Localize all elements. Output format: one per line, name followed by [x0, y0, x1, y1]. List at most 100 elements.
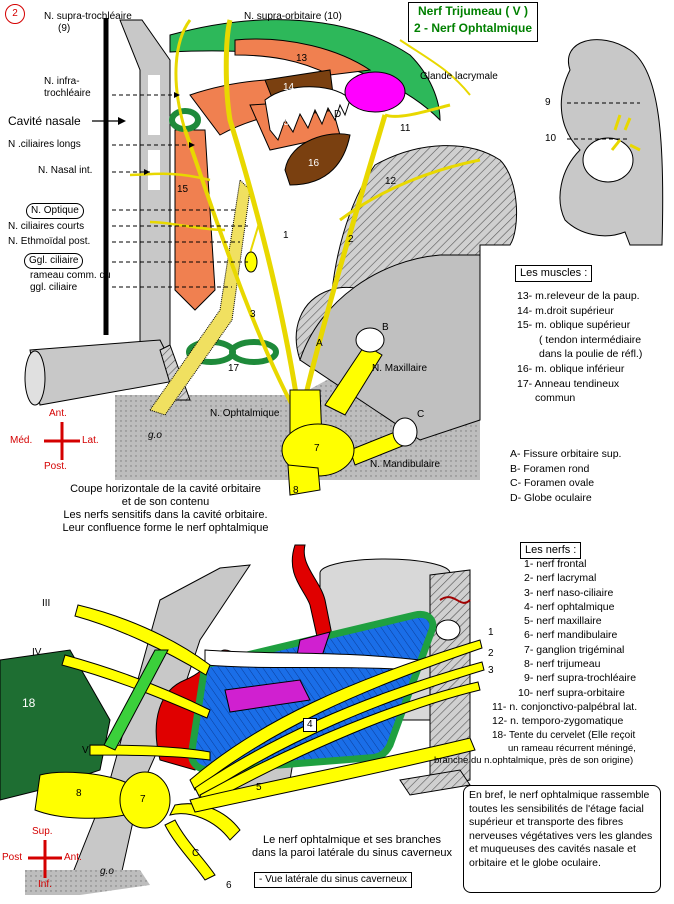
lacrimal-gland — [344, 71, 406, 113]
orientation-cross-bottom — [28, 840, 62, 878]
nerve-item: 18- Tente du cervelet (Elle reçoit — [492, 729, 636, 741]
nerve-item: 11- n. conjonctivo-palpébral lat. — [492, 700, 638, 713]
nerve-item: 4- nerf ophtalmique — [524, 600, 615, 613]
caption-bottom-line-2: dans la paroi latérale du sinus caverneu… — [252, 847, 452, 859]
letter-item: B- Foramen rond — [510, 462, 590, 475]
label-iv: IV — [32, 647, 42, 658]
leader-lines-top — [112, 94, 640, 288]
nerve-item: 7- ganglion trigéminal — [524, 643, 625, 656]
num-14: 14 — [283, 82, 295, 93]
muscle-item: 13- m.releveur de la paup. — [517, 290, 640, 302]
label-letter-d: D — [334, 109, 342, 120]
signature-bottom: g.o — [100, 866, 114, 877]
ophthalmic-branches — [189, 639, 485, 813]
label-supra-trochleaire-num: (9) — [58, 23, 71, 34]
label-c-bottom: C — [192, 848, 200, 859]
label-7-bottom: 7 — [140, 794, 146, 805]
orient-post-top: Post. — [44, 461, 67, 472]
nerve-item: 8- nerf trijumeau — [524, 658, 601, 671]
orient-ant-top: Ant. — [49, 408, 67, 419]
label-rameau-1: rameau comm. du — [30, 270, 111, 281]
label-rameau-2: ggl. ciliaire — [30, 282, 78, 293]
letters-legend: A- Fissure orbitaire sup. B- Foramen ron… — [510, 447, 621, 505]
label-optique: N. Optique — [26, 203, 84, 219]
label-5: 5 — [256, 782, 262, 793]
num-7-top: 7 — [314, 443, 320, 454]
trigeminal-complex-top — [281, 327, 418, 496]
medial-orbital-wall — [103, 18, 171, 351]
orient-med-top: Méd. — [10, 435, 33, 446]
num-15-upper: 15 — [278, 117, 290, 128]
num-1: 1 — [283, 230, 289, 241]
num-17: 17 — [228, 363, 240, 374]
label-letter-b: B — [382, 322, 389, 333]
caption-top-line-2: et de son contenu — [121, 496, 210, 508]
label-maxillaire: N. Maxillaire — [372, 363, 428, 374]
muscle-item: dans la poulie de réfl.) — [539, 348, 643, 361]
nerve-item: un rameau récurrent méningé, — [508, 742, 636, 754]
label-glande-lacrymale: Glande lacrymale — [420, 71, 498, 82]
orientation-cross-top — [44, 422, 80, 460]
label-infra-trochleaire-2: trochléaire — [44, 88, 91, 99]
title-line-1: Nerf Trijumeau ( V ) — [417, 4, 529, 18]
orient-post-bottom: Post — [2, 852, 23, 863]
summary-box: En bref, le nerf ophtalmique rassemble t… — [463, 785, 661, 893]
caption-top-line-3: Les nerfs sensitifs dans la cavité orbit… — [63, 509, 268, 521]
tentorium — [0, 649, 111, 801]
nerve-item: 12- n. temporo-zygomatique — [492, 715, 624, 728]
label-supra-trochleaire: N. supra-trochléaire — [44, 11, 132, 22]
label-8-bottom: 8 — [76, 788, 82, 799]
num-12: 12 — [385, 176, 397, 187]
nerves-heading: Les nerfs : — [520, 542, 582, 559]
nerve-item: 5- nerf maxillaire — [524, 615, 602, 628]
nerve-iv-green — [103, 649, 169, 751]
muscle-item: commun — [535, 392, 576, 405]
orient-ant-bottom: Ant. — [64, 852, 82, 863]
small-vessel — [439, 596, 471, 604]
skull-num-10: 10 — [545, 133, 557, 144]
label-ggl-ciliaire: Ggl. ciliaire — [24, 253, 84, 269]
skull-outline — [559, 39, 664, 246]
label-ciliaires-courts: N. ciliaires courts — [8, 221, 85, 232]
skull-num-9: 9 — [545, 97, 551, 108]
label-letter-a: A — [316, 338, 323, 349]
label-iii: III — [42, 598, 51, 609]
num-2: 2 — [348, 234, 354, 245]
label-mandibulaire: N. Mandibulaire — [370, 459, 441, 470]
letter-item: C- Foramen ovale — [510, 477, 595, 490]
muscle-item: 16- m. oblique inférieur — [517, 362, 625, 375]
letter-item: D- Globe oculaire — [510, 491, 592, 504]
letter-item: A- Fissure orbitaire sup. — [510, 448, 622, 460]
nerve-branches — [129, 19, 481, 421]
trigeminal-complex-bottom — [34, 771, 171, 829]
nerve-item: 9- nerf supra-trochléaire — [524, 672, 637, 685]
label-r3: 3 — [488, 665, 494, 676]
label-ophtalmique: N. Ophtalmique — [210, 408, 280, 419]
nerve-item: 1- nerf frontal — [524, 558, 587, 570]
muscles-heading: Les muscles : — [515, 265, 593, 282]
nerve-item: 2- nerf lacrymal — [524, 572, 597, 585]
muscles-list: 13- m.releveur de la paup. 14- m.droit s… — [517, 289, 642, 406]
num-3: 3 — [250, 309, 256, 320]
figure-number: 2 — [5, 4, 25, 24]
nerve-item: 10- nerf supra-orbitaire — [518, 686, 625, 699]
label-supra-orbitaire: N. supra-orbitaire (10) — [244, 11, 342, 22]
title-line-2: 2 - Nerf Ophtalmique — [413, 21, 532, 35]
caption-top-line-1: Coupe horizontale de la cavité orbitaire — [70, 483, 261, 495]
num-16: 16 — [308, 158, 320, 169]
inferior-oblique — [284, 133, 351, 186]
label-4: 4 — [303, 718, 317, 732]
label-6: 6 — [226, 880, 232, 891]
view-label: - Vue latérale du sinus caverneux — [254, 872, 413, 888]
nerve-item: 6- nerf mandibulaire — [524, 629, 618, 642]
caption-bottom-line-1: Le nerf ophtalmique et ses branches — [263, 834, 441, 846]
label-cavite-nasale: Cavité nasale — [8, 114, 81, 128]
num-15-lower: 15 — [177, 184, 189, 195]
orient-lat-top: Lat. — [82, 435, 99, 446]
label-ciliaires-longs: N .ciliaires longs — [8, 139, 81, 150]
label-letter-c: C — [417, 409, 425, 420]
caption-top-line-4: Leur confluence forme le nerf ophtalmiqu… — [62, 522, 269, 534]
floor-dots — [25, 870, 150, 895]
caption-top: Coupe horizontale de la cavité orbitaire… — [48, 483, 283, 535]
